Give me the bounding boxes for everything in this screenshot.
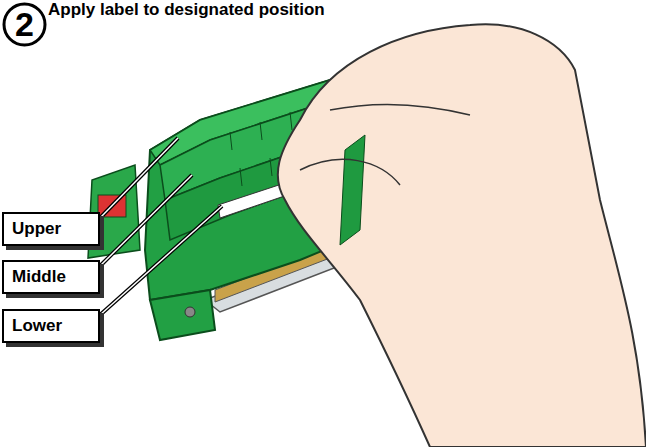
row-label-text: Middle xyxy=(12,267,90,287)
row-label: Upper xyxy=(2,212,100,246)
step-number-text: 2 xyxy=(2,2,47,47)
row-label-text: Upper xyxy=(12,219,90,239)
step-title: Apply label to designated position xyxy=(48,0,325,20)
row-label-text: Lower xyxy=(12,316,90,336)
hand xyxy=(278,24,646,447)
step-number: 2 xyxy=(2,2,47,47)
finger-line xyxy=(330,105,470,115)
row-label: Lower xyxy=(2,309,100,343)
row-label: Middle xyxy=(2,260,100,294)
base-foot xyxy=(150,290,215,340)
screw xyxy=(185,307,195,317)
finger-line xyxy=(300,159,400,185)
leader-line xyxy=(100,138,222,315)
leader-line-core xyxy=(100,138,222,315)
label-sheet xyxy=(340,135,365,245)
